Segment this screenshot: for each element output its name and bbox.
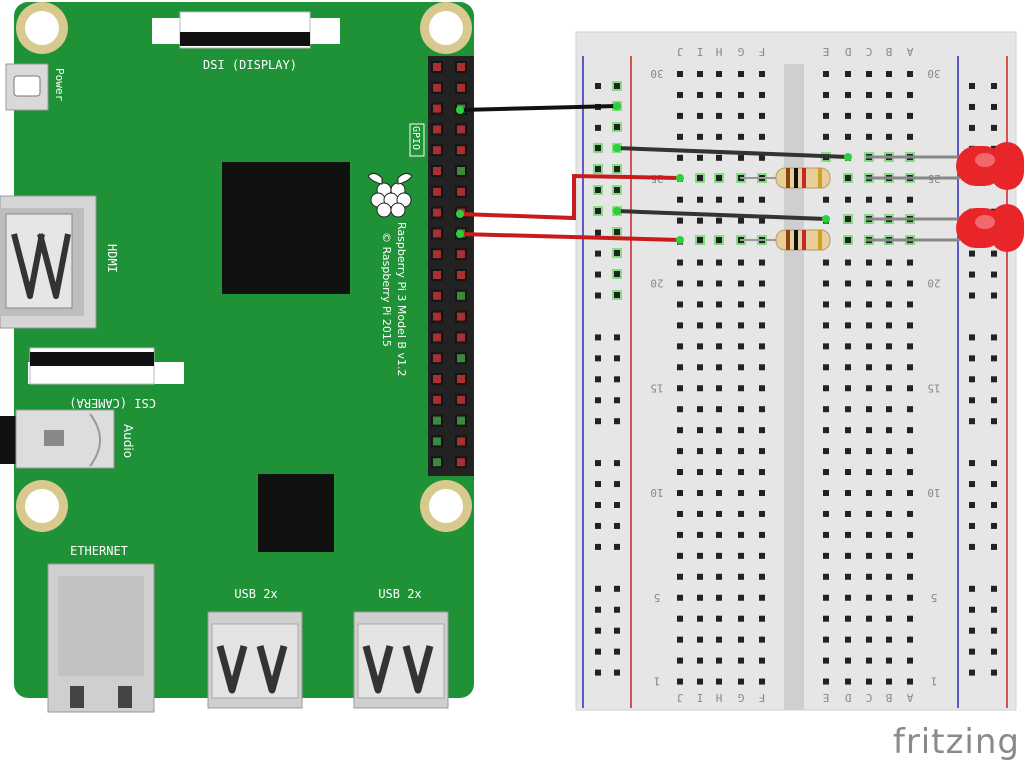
svg-text:I: I bbox=[697, 691, 704, 704]
svg-text:20: 20 bbox=[927, 277, 940, 290]
svg-text:H: H bbox=[716, 691, 723, 704]
led-1 bbox=[866, 142, 1024, 190]
model-label: Raspberry Pi 3 Model B v1.2 bbox=[395, 222, 408, 376]
svg-text:F: F bbox=[759, 691, 766, 704]
svg-text:E: E bbox=[823, 45, 830, 58]
wires bbox=[456, 102, 852, 244]
fritzing-watermark: fritzing bbox=[892, 722, 1020, 762]
svg-text:10: 10 bbox=[927, 486, 940, 499]
center-channel bbox=[784, 64, 804, 710]
svg-text:5: 5 bbox=[931, 591, 938, 604]
svg-text:H: H bbox=[716, 45, 723, 58]
wire-signal-2 bbox=[459, 232, 681, 242]
audio-label: Audio bbox=[121, 424, 135, 458]
svg-text:E: E bbox=[823, 691, 830, 704]
usb-controller-chip bbox=[258, 474, 334, 552]
svg-text:A: A bbox=[906, 691, 913, 704]
gpio-header bbox=[428, 56, 474, 476]
svg-text:5: 5 bbox=[654, 591, 661, 604]
svg-text:30: 30 bbox=[650, 67, 663, 80]
svg-text:D: D bbox=[845, 45, 852, 58]
ethernet-label: ETHERNET bbox=[70, 544, 128, 558]
mounting-hole bbox=[420, 480, 472, 532]
resistor-1 bbox=[740, 167, 831, 189]
hdmi-port bbox=[0, 195, 97, 329]
svg-text:10: 10 bbox=[650, 486, 663, 499]
svg-text:B: B bbox=[885, 45, 892, 58]
dsi-label: DSI (DISPLAY) bbox=[203, 58, 297, 72]
wire-signal-1 bbox=[459, 173, 681, 221]
svg-text:1: 1 bbox=[931, 675, 938, 688]
svg-text:F: F bbox=[759, 45, 766, 58]
svg-text:15: 15 bbox=[650, 381, 663, 394]
svg-text:20: 20 bbox=[650, 277, 663, 290]
ethernet-port bbox=[47, 563, 155, 713]
gpio-label: GPIO bbox=[410, 126, 421, 150]
svg-text:G: G bbox=[738, 691, 745, 704]
copyright-label: © Raspberry Pi 2015 bbox=[380, 232, 393, 347]
svg-text:15: 15 bbox=[927, 381, 940, 394]
svg-text:D: D bbox=[845, 691, 852, 704]
svg-text:30: 30 bbox=[927, 67, 940, 80]
svg-text:J: J bbox=[677, 691, 684, 704]
svg-text:A: A bbox=[906, 45, 913, 58]
usb1-label: USB 2x bbox=[234, 587, 277, 601]
svg-text:C: C bbox=[866, 691, 873, 704]
wire-ground-3 bbox=[616, 209, 827, 221]
raspberry-logo-icon bbox=[367, 172, 413, 218]
pcb bbox=[14, 2, 474, 698]
mounting-hole bbox=[420, 2, 472, 54]
mounting-holes bbox=[16, 2, 472, 532]
usb-port-2 bbox=[353, 611, 449, 709]
svg-text:B: B bbox=[885, 691, 892, 704]
processor-chip bbox=[222, 162, 350, 294]
svg-text:G: G bbox=[738, 45, 745, 58]
usb2-label: USB 2x bbox=[378, 587, 421, 601]
mounting-hole bbox=[16, 2, 68, 54]
svg-text:I: I bbox=[697, 45, 704, 58]
svg-text:1: 1 bbox=[654, 675, 661, 688]
csi-label: CSI (CAMERA) bbox=[69, 396, 156, 410]
resistor-2 bbox=[740, 229, 831, 251]
usb-port-1 bbox=[207, 611, 303, 709]
audio-jack bbox=[0, 409, 115, 469]
mounting-hole bbox=[16, 480, 68, 532]
led-2 bbox=[866, 204, 1024, 252]
svg-text:C: C bbox=[866, 45, 873, 58]
svg-text:J: J bbox=[677, 45, 684, 58]
wire-ground-2 bbox=[616, 146, 849, 159]
hdmi-label: HDMI bbox=[105, 244, 119, 273]
raspberry-pi-board: DSI (DISPLAY) Power GPIO Raspberry Pi 3 … bbox=[0, 2, 474, 713]
wire-ground-1 bbox=[459, 104, 618, 112]
power-label: Power bbox=[53, 68, 66, 101]
